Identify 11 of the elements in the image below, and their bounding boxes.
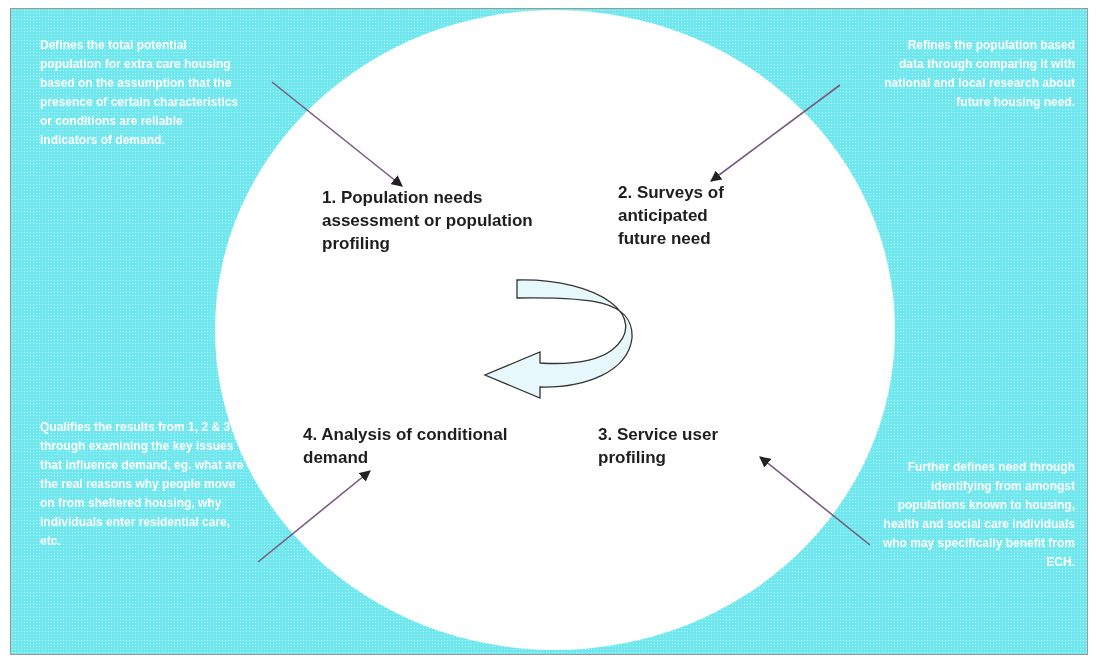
description-text: Refines the population based data through comparing it with national and local research about future housing need. (880, 36, 1075, 112)
step-label: 4. Analysis of conditional demand (303, 423, 533, 469)
description-text: Defines the total potential population for extra care housing based on the assumption that the presence of certain characteristics or conditions are reliable indicators of demand. (40, 36, 240, 150)
description-text: Further defines need through identifying from amongst populations known to housing, health and social care individuals who may specifically benefit from ECH. (880, 458, 1075, 572)
arrow (710, 84, 841, 182)
step-label: 2. Surveys of anticipated future need (618, 181, 748, 250)
description-text: Qualifies the results from 1, 2 & 3 through examining the key issues that influence demand, eg. what are the real reasons why people move on from sheltered housing, why individuals enter residential care, etc. (40, 418, 245, 551)
step-label: 3. Service user profiling (598, 423, 758, 469)
arrow (257, 470, 371, 563)
arrow (759, 456, 871, 546)
step-label: 1. Population needs assessment or population profiling (322, 186, 552, 255)
